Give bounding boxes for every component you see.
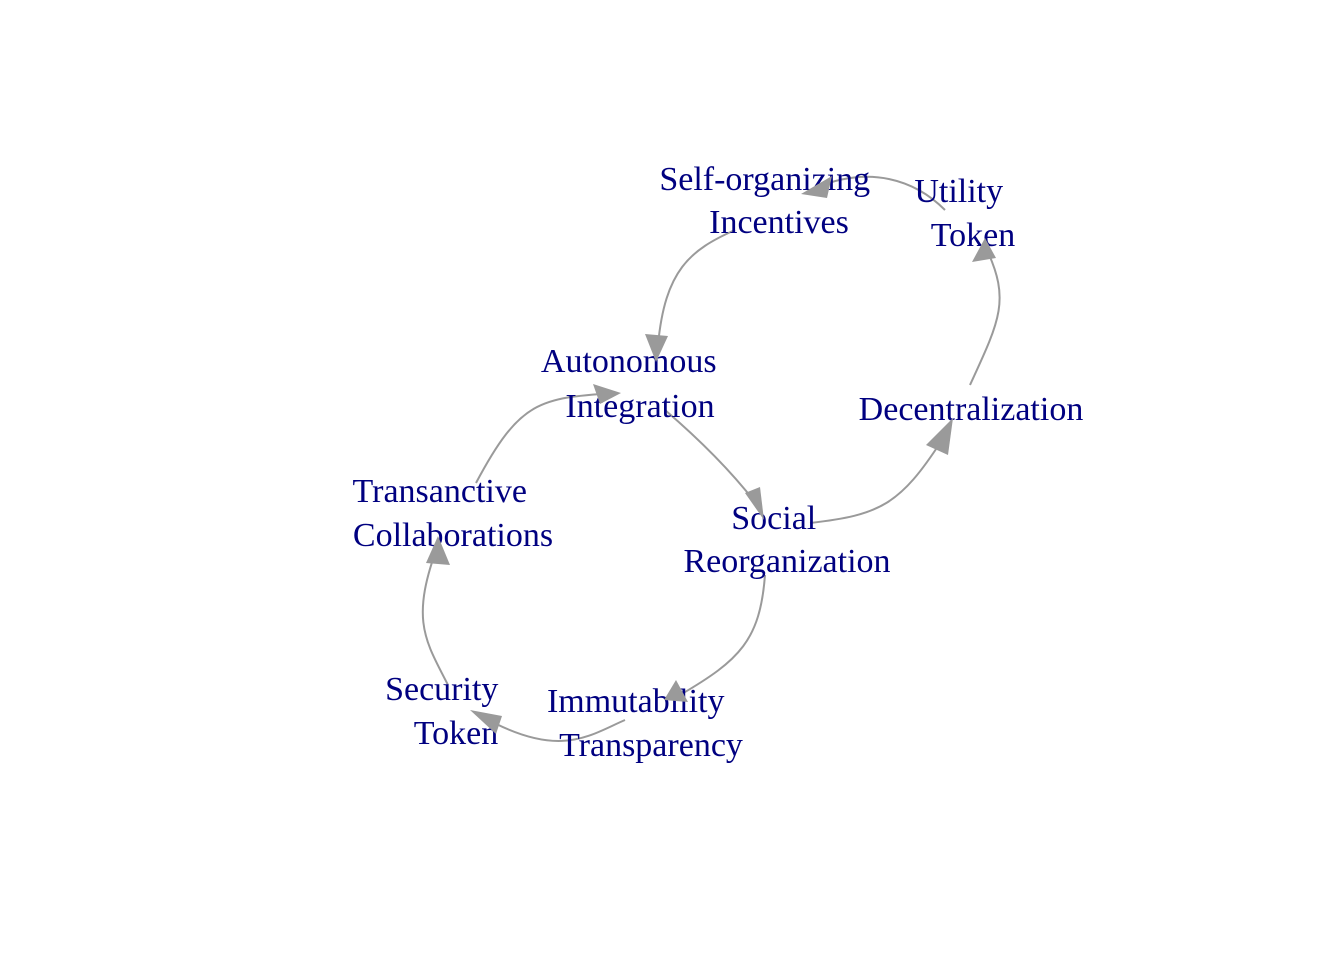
edge-autonomous-to-social (664, 409, 756, 503)
arrowhead-into-utility (972, 238, 996, 262)
node-utility-token: Utility Token (914, 173, 1015, 254)
arrowhead-into-transanctive (426, 536, 450, 565)
node-transanctive-collaborations: Transanctive Collaborations (353, 473, 554, 554)
node-immutability-transparency: Immutability Transparency (547, 683, 743, 764)
node-self-organizing-incentives: Self-organizing Incentives (659, 161, 878, 241)
edge-security-to-transanctive (421, 544, 449, 686)
arrowhead-into-social (745, 487, 764, 520)
edge-decentralization-to-utility (969, 249, 1001, 386)
nodes: Self-organizing Incentives Utility Token… (353, 161, 1084, 764)
edge-immutability-to-security (482, 716, 626, 742)
arrowhead-into-immutability (664, 680, 688, 702)
node-security-token: Security Token (385, 671, 507, 752)
edge-utility-to-self-organizing (814, 175, 946, 211)
edge-transanctive-to-autonomous (475, 392, 616, 484)
edge-social-to-immutability (679, 574, 766, 696)
node-social-reorganization: Social Reorganization (683, 500, 890, 580)
edges (421, 175, 1001, 742)
edge-social-to-decentralization (809, 439, 943, 524)
node-decentralization: Decentralization (859, 391, 1084, 428)
node-autonomous-integration: Autonomous Integration (541, 343, 725, 425)
arrowhead-into-autonomous-from-transanctive (593, 384, 621, 404)
edge-self-organizing-to-autonomous (657, 229, 736, 346)
arrowheads (426, 176, 996, 734)
arrowhead-into-autonomous (645, 334, 668, 362)
arrowhead-into-self-organizing (801, 176, 832, 198)
arrowhead-into-security (470, 710, 502, 734)
arrowhead-into-decentralization (926, 418, 953, 455)
